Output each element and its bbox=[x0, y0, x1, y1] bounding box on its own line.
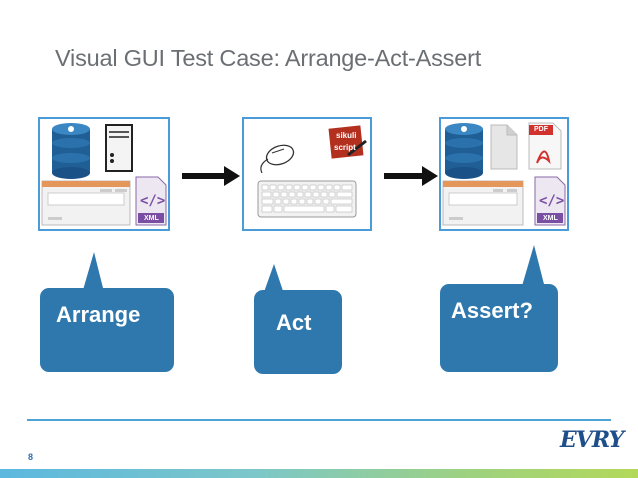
xml-label: XML bbox=[543, 215, 558, 222]
assert-bubble bbox=[440, 245, 558, 372]
assert-illustration: </> bbox=[442, 122, 566, 226]
arrange-bubble-label: Arrange bbox=[56, 302, 141, 327]
slide-title: Visual GUI Test Case: Arrange-Act-Assert bbox=[55, 45, 482, 71]
xml-file-icon: </> bbox=[534, 176, 566, 226]
arrow-right-icon bbox=[384, 166, 438, 186]
document-icon bbox=[490, 124, 518, 170]
page-number: 8 bbox=[28, 452, 34, 462]
database-icon bbox=[445, 123, 483, 179]
arrange-panel: </> XML bbox=[38, 117, 170, 231]
mouse-icon bbox=[260, 144, 295, 174]
act-panel: sikuli script bbox=[242, 117, 372, 231]
xml-label: XML bbox=[144, 215, 159, 222]
speech-bubbles bbox=[40, 245, 558, 374]
assert-bubble-label: Assert? bbox=[451, 298, 533, 323]
dialog-window-icon bbox=[41, 180, 131, 226]
pdf-icon bbox=[528, 122, 562, 170]
footer-gradient-bar bbox=[0, 469, 638, 478]
sikuli-script-icon bbox=[328, 125, 367, 159]
dialog-window-icon bbox=[442, 180, 524, 226]
act-bubble-label: Act bbox=[276, 310, 312, 335]
keyboard-icon bbox=[257, 180, 357, 218]
script-label: script bbox=[334, 143, 356, 152]
xml-file-icon: </> bbox=[135, 176, 167, 226]
arrow-right-icon bbox=[182, 166, 240, 186]
svg-text:</>: </> bbox=[140, 193, 165, 209]
arrange-illustration: </> bbox=[41, 123, 167, 226]
database-icon bbox=[52, 123, 90, 179]
act-illustration bbox=[257, 125, 367, 218]
pdf-label: PDF bbox=[534, 126, 548, 133]
server-icon bbox=[105, 124, 133, 172]
act-bubble bbox=[254, 264, 342, 374]
svg-text:</>: </> bbox=[539, 193, 564, 209]
assert-panel: </> PDF XML bbox=[439, 117, 569, 231]
footer-divider bbox=[27, 419, 611, 421]
arrange-bubble bbox=[40, 252, 174, 372]
sikuli-label: sikuli bbox=[336, 131, 357, 140]
evry-logo: EVRY bbox=[560, 427, 624, 453]
